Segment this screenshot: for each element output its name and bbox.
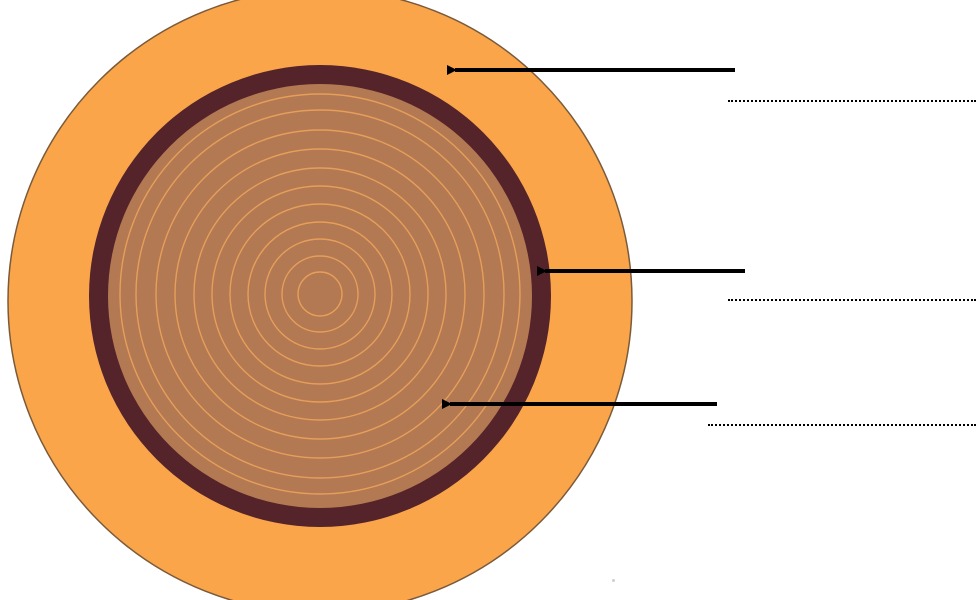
wood-core (108, 84, 532, 508)
label-line-core (708, 424, 976, 426)
stray-dot (612, 579, 615, 582)
label-line-outer-layer (728, 100, 976, 102)
label-line-dark-ring (728, 299, 976, 301)
